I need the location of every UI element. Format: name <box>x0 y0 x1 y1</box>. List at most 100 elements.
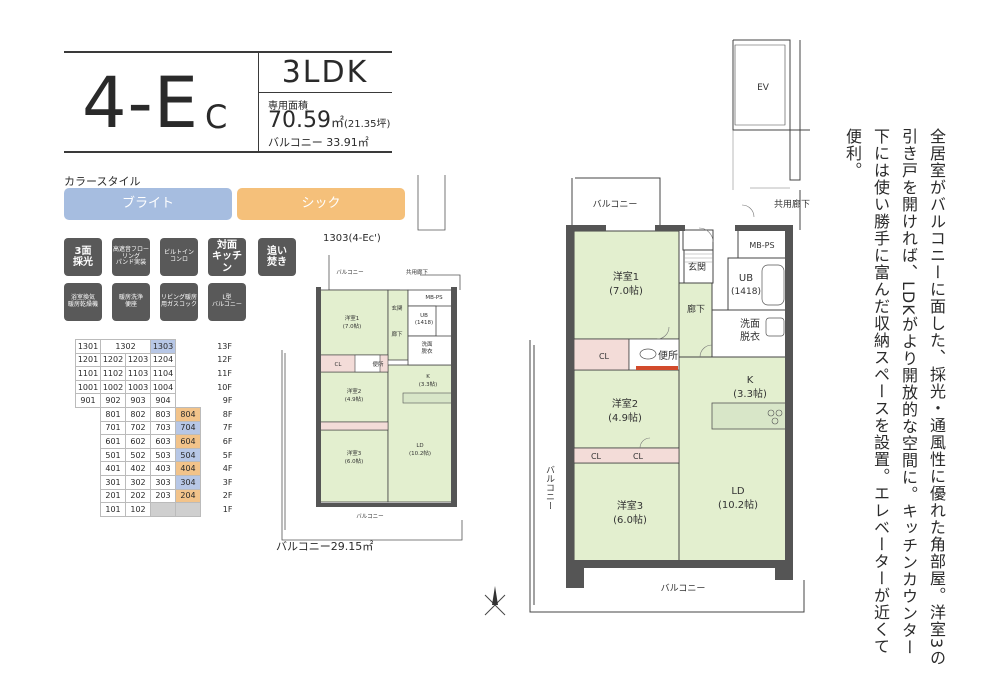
unit-cell: 1204 <box>150 352 176 368</box>
mini-mbps-label: MB-PS <box>425 295 443 301</box>
unit-cell: 902 <box>100 393 126 408</box>
unit-cell: 1203 <box>125 352 151 368</box>
unit-cell: 1201 <box>75 352 101 368</box>
feature-badge: ビルトインコンロ <box>160 238 198 276</box>
color-bright-button[interactable]: ブライト <box>64 188 232 220</box>
unit-cell: 702 <box>125 420 151 436</box>
main-entrance-label: 玄関 <box>688 261 706 273</box>
unit-cell <box>176 394 201 408</box>
area-value: 70.59㎡(21.35坪) <box>268 109 390 137</box>
unit-cell: 201 <box>100 488 126 504</box>
unit-cell: 602 <box>125 434 151 449</box>
unit-cell <box>76 503 101 517</box>
mini-washroom-label2: 脱衣 <box>421 347 433 355</box>
area-tsubo: (21.35坪) <box>344 119 391 130</box>
feature-badge: 暖房洗浄便座 <box>112 283 150 321</box>
main-room2-size: (4.9帖) <box>608 411 642 424</box>
main-mbps-label: MB-PS <box>749 241 774 250</box>
mini-ld-label: LD <box>416 443 423 449</box>
unit-cell: 301 <box>100 474 126 490</box>
unit-cell <box>176 367 201 381</box>
floor-label: 9F <box>222 396 233 406</box>
mini-room2-label: 洋室2 <box>347 387 362 395</box>
unit-cell: 102 <box>125 502 151 517</box>
unit-cell: 504 <box>175 447 201 463</box>
unit-cell <box>76 489 101 503</box>
feature-description: 全居室がバルコニーに面した、採光・通風性に優れた角部屋。洋室3の引き戸を開ければ… <box>843 128 946 667</box>
main-cl-label: CL <box>599 352 610 361</box>
unit-cell: 1003 <box>125 379 151 395</box>
color-style-label: カラースタイル <box>64 175 141 188</box>
unit-cell: 604 <box>175 434 201 449</box>
header-divider <box>258 53 259 151</box>
area-number: 70.59 <box>268 108 331 133</box>
unit-cell: 203 <box>150 488 176 504</box>
mini-floor-plan: バルコニー 共用廊下 MB-PS 洋室1 (7.0帖) 玄関 UB (1418)… <box>281 175 463 541</box>
unit-cell: 1301 <box>75 339 101 354</box>
mini-room3-label: 洋室3 <box>347 449 362 457</box>
main-ld-size: (10.2帖) <box>718 498 758 511</box>
unit-cell: 302 <box>125 474 151 490</box>
floor-label: 8F <box>222 409 233 419</box>
main-washroom-label2: 脱衣 <box>740 330 760 343</box>
floor-label: 3F <box>222 477 233 487</box>
main-kitchen-size: (3.3帖) <box>733 387 767 400</box>
unit-cell: 1004 <box>150 379 176 395</box>
mini-kitchen-size: (3.3帖) <box>419 380 438 388</box>
unit-cell: 1104 <box>150 366 176 381</box>
unit-cell: 303 <box>150 474 176 490</box>
main-shared-corridor-label: 共用廊下 <box>774 198 810 210</box>
unit-cell: 404 <box>175 461 201 476</box>
unit-cell <box>176 380 201 394</box>
main-room2-label: 洋室2 <box>612 397 638 410</box>
mini-toilet-label: 便所 <box>372 360 384 368</box>
unit-cell: 803 <box>150 406 176 422</box>
mini-balcony-top-label: バルコニー <box>336 269 363 276</box>
mini-balcony-area: バルコニー29.15㎡ <box>276 540 374 553</box>
main-cl2-label: CL <box>591 452 602 461</box>
unit-cell <box>176 353 201 367</box>
mini-ld-size: (10.2帖) <box>409 449 431 457</box>
unit-cell: 502 <box>125 447 151 463</box>
unit-cell <box>76 435 101 449</box>
unit-cell <box>175 502 201 517</box>
main-room1-size: (7.0帖) <box>609 284 643 297</box>
mini-washroom-label1: 洗面 <box>421 340 433 348</box>
unit-cell: 202 <box>125 488 151 504</box>
header-rule-top <box>64 51 392 53</box>
area-unit: ㎡ <box>330 116 344 131</box>
mini-entrance-label: 玄関 <box>391 304 403 312</box>
main-corridor-label: 廊下 <box>687 303 705 315</box>
mini-cl-label: CL <box>335 362 343 368</box>
main-balcony-side-label: バルコニー <box>544 465 555 510</box>
mini-ub-label: UB <box>420 313 428 319</box>
floor-label: 1F <box>222 504 233 514</box>
unit-cell: 1101 <box>75 366 101 381</box>
main-balcony-bottom-label: バルコニー <box>661 583 706 594</box>
floor-label: 5F <box>222 450 233 460</box>
unit-cell: 802 <box>125 406 151 422</box>
feature-badge: 浴室換気暖房乾燥機 <box>64 283 102 321</box>
unit-cell: 701 <box>100 420 126 436</box>
unit-cell: 501 <box>100 447 126 463</box>
feature-badge: 対面キッチン <box>208 238 246 276</box>
mini-ub-size: (1418) <box>415 320 433 326</box>
feature-badge: L型バルコニー <box>208 283 246 321</box>
color-chic-button[interactable]: シック <box>237 188 405 220</box>
feature-badge: 3面採光 <box>64 238 102 276</box>
unit-cell: 603 <box>150 434 176 449</box>
main-ld-label: LD <box>731 486 745 497</box>
unit-cell: 903 <box>125 393 151 408</box>
mini-room1-size: (7.0帖) <box>343 322 362 330</box>
mini-corridor-label: 廊下 <box>391 330 403 338</box>
type-subscript: C <box>205 98 228 136</box>
main-washroom-label1: 洗面 <box>740 318 760 330</box>
